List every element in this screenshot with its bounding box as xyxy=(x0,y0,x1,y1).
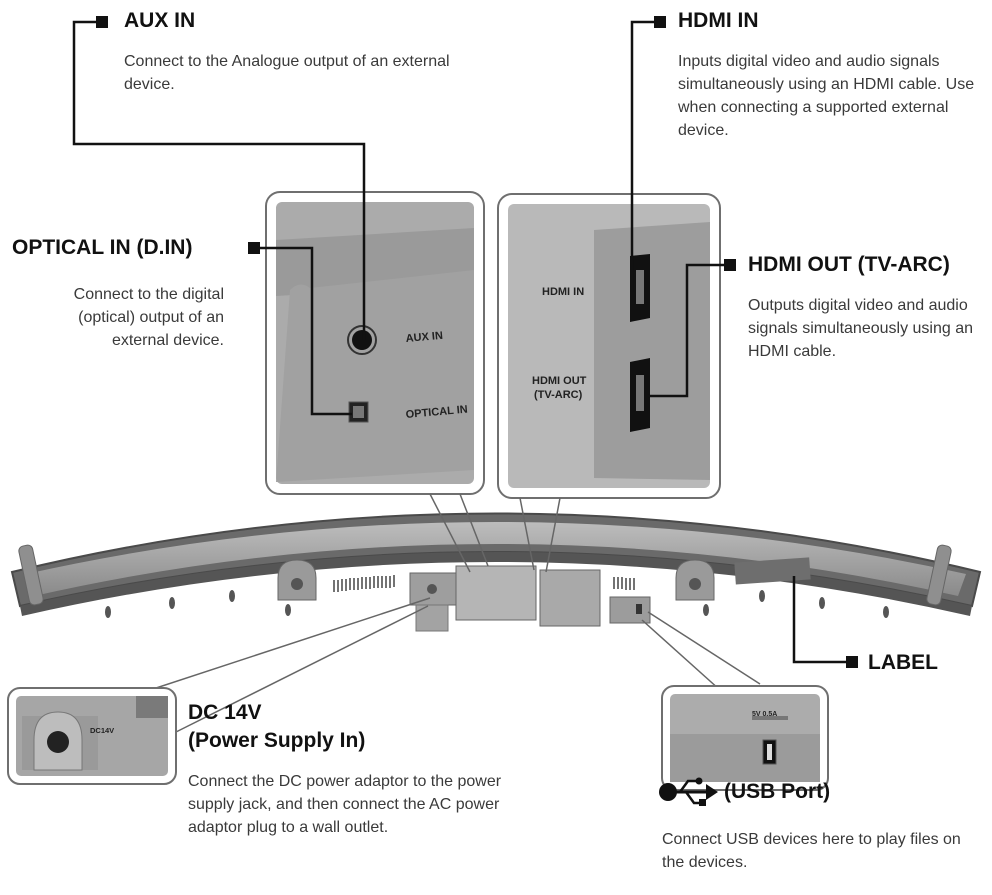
aux-in-panel-label: AUX IN xyxy=(405,330,443,345)
dc14v-description: Connect the DC power adaptor to the powe… xyxy=(188,773,502,836)
aux-in-title: AUX IN xyxy=(124,9,196,32)
hdmi-zoom-panel: HDMI IN HDMI OUT (TV-ARC) xyxy=(497,193,721,499)
hdmi-out-panel-label: HDMI OUT xyxy=(532,375,587,387)
optical-in-description: Connect to the digital (optical) output … xyxy=(73,286,224,349)
usb-port-title: (USB Port) xyxy=(724,780,831,803)
aux-in-description: Connect to the Analogue output of an ext… xyxy=(124,53,450,93)
dc14v-zoom-panel: DC14V xyxy=(7,687,177,785)
label-title: LABEL xyxy=(868,651,938,674)
aux-optical-zoom-panel: AUX IN OPTICAL IN xyxy=(265,191,485,495)
hdmi-out-title: HDMI OUT (TV-ARC) xyxy=(748,253,950,276)
dc14v-panel-label: DC14V xyxy=(90,726,114,735)
zoom-guide-lines xyxy=(149,493,761,733)
leader-lines xyxy=(72,20,848,664)
soundbar-body xyxy=(10,512,982,632)
dc14v-title: DC 14V xyxy=(188,701,262,724)
hdmi-in-title: HDMI IN xyxy=(678,9,759,32)
tv-arc-panel-label: (TV-ARC) xyxy=(534,389,583,401)
usb-port-description: Connect USB devices here to play files o… xyxy=(662,831,961,871)
leader-markers xyxy=(96,16,858,668)
usb-zoom-panel: 5V 0.5A xyxy=(661,685,829,791)
optical-in-panel-label: OPTICAL IN xyxy=(405,404,468,421)
hdmi-in-description: Inputs digital video and audio signals s… xyxy=(678,53,975,139)
hdmi-in-panel-label: HDMI IN xyxy=(542,286,584,298)
hdmi-out-description: Outputs digital video and audio signals … xyxy=(748,297,974,360)
usb-icon xyxy=(659,777,718,806)
dc14v-subtitle: (Power Supply In) xyxy=(188,729,366,752)
optical-in-title: OPTICAL IN (D.IN) xyxy=(12,236,193,259)
usb-rating-panel-label: 5V 0.5A xyxy=(752,711,777,718)
